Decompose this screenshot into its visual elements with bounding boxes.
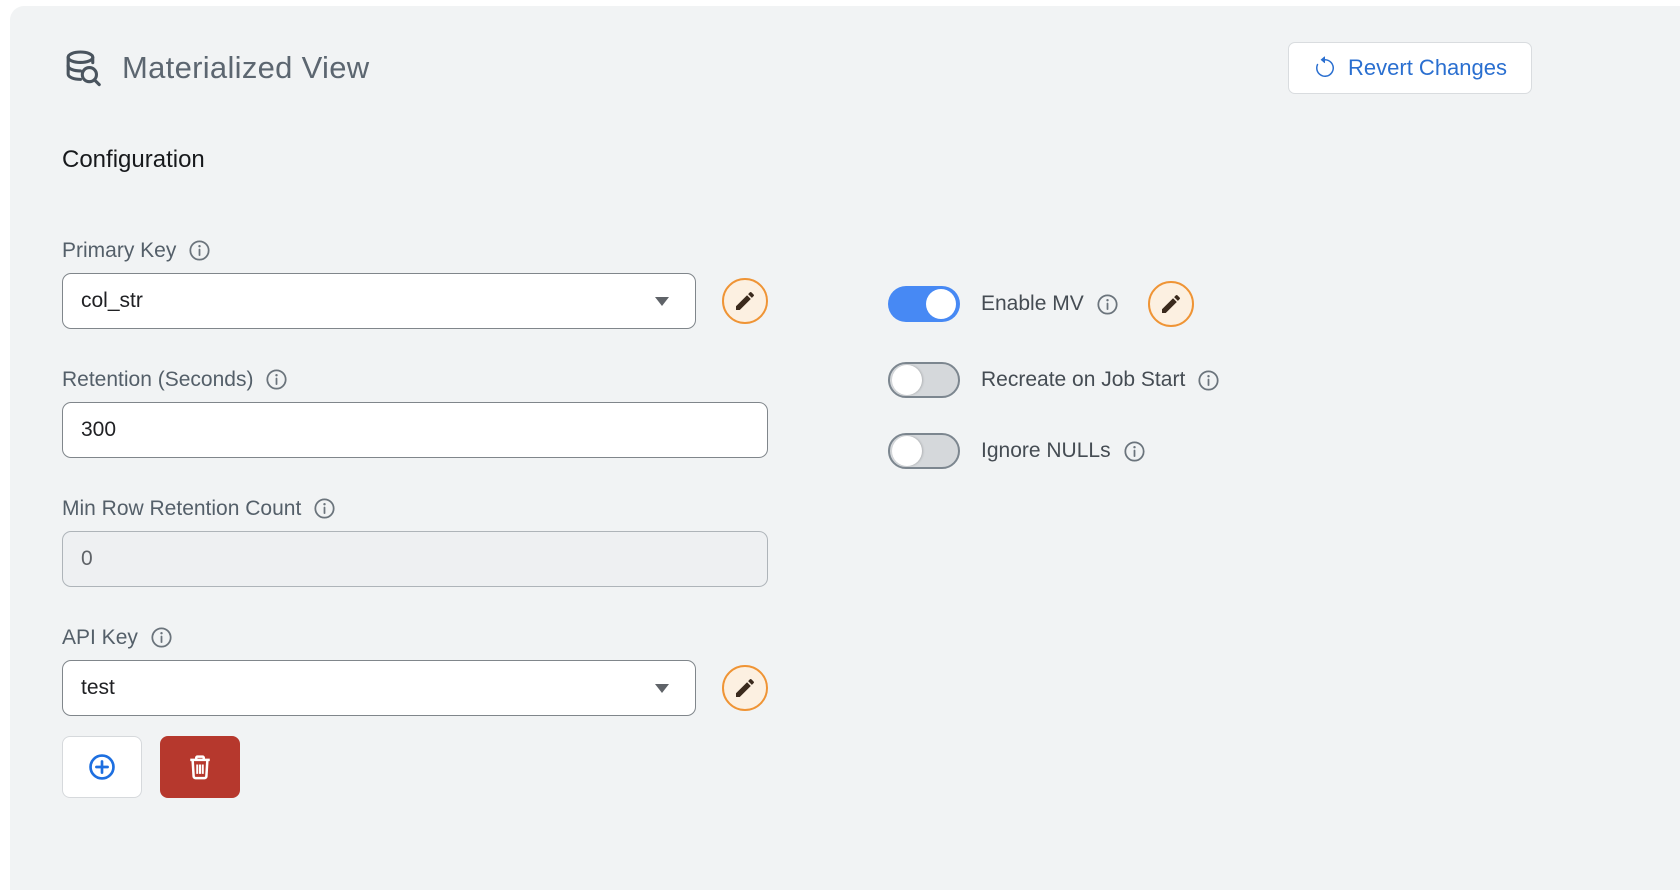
- pencil-icon: [1159, 292, 1183, 316]
- toggle-knob: [926, 289, 956, 319]
- toggle-knob: [892, 436, 922, 466]
- section-title: Configuration: [62, 146, 205, 173]
- min-row-retention-input: [62, 531, 768, 587]
- info-icon[interactable]: [264, 367, 289, 392]
- api-key-control-row: test: [62, 660, 768, 716]
- recreate-on-job-start-toggle[interactable]: [888, 362, 960, 398]
- info-icon[interactable]: [187, 238, 212, 263]
- add-api-key-button[interactable]: [62, 736, 142, 798]
- info-icon[interactable]: [1122, 439, 1147, 464]
- title-group: Materialized View: [62, 48, 369, 88]
- api-key-field-group: API Key test: [62, 625, 768, 716]
- enable-mv-row: Enable MV: [888, 281, 1221, 327]
- min-row-retention-field-group: Min Row Retention Count: [62, 496, 768, 587]
- retention-field-group: Retention (Seconds): [62, 367, 768, 458]
- materialized-view-panel: Materialized View Revert Changes Configu…: [10, 6, 1680, 890]
- pencil-icon: [733, 676, 757, 700]
- retention-label: Retention (Seconds): [62, 367, 254, 391]
- info-icon[interactable]: [1196, 368, 1221, 393]
- trash-icon: [185, 752, 215, 782]
- primary-key-select[interactable]: col_str: [62, 273, 696, 329]
- enable-mv-label: Enable MV: [981, 292, 1084, 315]
- chevron-down-icon: [655, 683, 669, 693]
- api-key-value: test: [81, 676, 115, 699]
- undo-icon: [1313, 56, 1337, 80]
- ignore-nulls-row: Ignore NULLs: [888, 433, 1221, 469]
- api-key-actions-row: [62, 736, 768, 798]
- primary-key-label: Primary Key: [62, 238, 177, 262]
- enable-mv-toggle[interactable]: [888, 286, 960, 322]
- ignore-nulls-label: Ignore NULLs: [981, 439, 1111, 462]
- enable-mv-edit-button[interactable]: [1147, 281, 1194, 327]
- primary-key-edit-button[interactable]: [722, 278, 768, 324]
- api-key-label-row: API Key: [62, 625, 768, 650]
- toggle-knob: [892, 365, 922, 395]
- primary-key-field-group: Primary Key col_str: [62, 238, 768, 329]
- chevron-down-icon: [655, 296, 669, 306]
- primary-key-value: col_str: [81, 289, 143, 312]
- api-key-select[interactable]: test: [62, 660, 696, 716]
- configuration-form: Primary Key col_str: [62, 238, 1680, 798]
- database-search-icon: [62, 48, 102, 88]
- recreate-on-job-start-label: Recreate on Job Start: [981, 368, 1186, 391]
- info-icon[interactable]: [312, 496, 337, 521]
- recreate-on-job-start-row: Recreate on Job Start: [888, 362, 1221, 398]
- min-row-retention-label: Min Row Retention Count: [62, 496, 302, 520]
- page-title: Materialized View: [122, 50, 370, 85]
- info-icon[interactable]: [1095, 292, 1120, 317]
- revert-changes-label: Revert Changes: [1348, 55, 1507, 80]
- revert-changes-button[interactable]: Revert Changes: [1288, 42, 1532, 94]
- info-icon[interactable]: [149, 625, 174, 650]
- retention-label-row: Retention (Seconds): [62, 367, 768, 392]
- plus-circle-icon: [86, 751, 118, 783]
- primary-key-control-row: col_str: [62, 273, 768, 329]
- ignore-nulls-toggle[interactable]: [888, 433, 960, 469]
- left-column: Primary Key col_str: [62, 238, 768, 798]
- delete-api-key-button[interactable]: [160, 736, 240, 798]
- min-row-retention-label-row: Min Row Retention Count: [62, 496, 768, 521]
- api-key-label: API Key: [62, 625, 138, 649]
- header: Materialized View Revert Changes: [62, 42, 1680, 94]
- primary-key-label-row: Primary Key: [62, 238, 768, 263]
- api-key-edit-button[interactable]: [722, 665, 768, 711]
- pencil-icon: [733, 289, 757, 313]
- retention-input[interactable]: [62, 402, 768, 458]
- right-column: Enable MV Recreate on Job Start: [888, 238, 1221, 798]
